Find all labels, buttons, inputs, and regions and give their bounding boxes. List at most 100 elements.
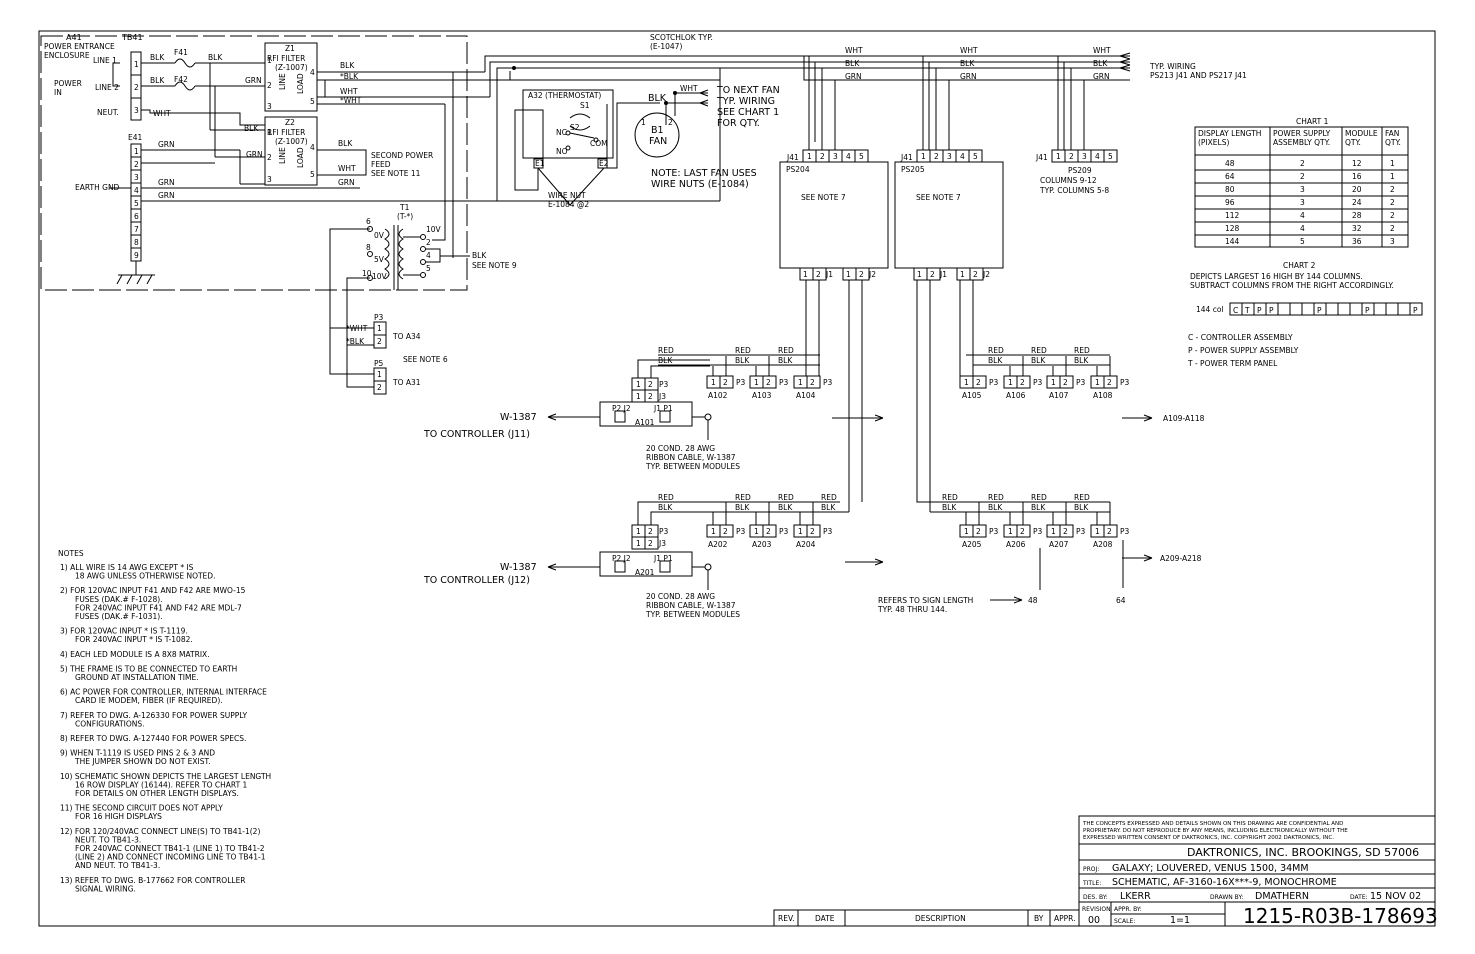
- a101-p3-label: P3: [659, 380, 669, 389]
- svg-text:1: 1: [917, 270, 922, 279]
- svg-text:1: 1: [1051, 527, 1056, 536]
- s2-label: S2: [570, 123, 580, 132]
- svg-text:RED: RED: [1074, 493, 1090, 502]
- wire-red-label: RED: [658, 346, 674, 355]
- fuse-f42: [174, 81, 196, 91]
- tap-5v: 5V: [374, 255, 385, 264]
- thermostat-a32: A32 (THERMOSTAT) S1 S2 NC NO COM E1 E2 W…: [514, 84, 780, 209]
- note-line: 2) FOR 120VAC INPUT F41 AND F42 ARE MWO-…: [60, 586, 246, 595]
- fan-blk-label: BLK: [648, 93, 667, 104]
- svg-text:2: 2: [1063, 378, 1068, 387]
- wire-blk-label: BLK: [735, 356, 750, 365]
- note-line: 9) WHEN T-1119 IS USED PINS 2 & 3 AND: [60, 749, 215, 758]
- bus-blk-label: BLK: [1093, 59, 1108, 68]
- des-field-label: DES. BY:: [1083, 894, 1108, 901]
- svg-text:2: 2: [648, 539, 653, 548]
- svg-text:BLK: BLK: [658, 503, 673, 512]
- wire-blk-label: BLK: [778, 356, 793, 365]
- chart-1-header-module: MODULE: [1345, 129, 1378, 138]
- chart-1-cell: 24: [1352, 198, 1362, 207]
- svg-text:QTY.: QTY.: [1385, 138, 1401, 147]
- svg-text:1: 1: [803, 270, 808, 279]
- note-line: FUSES (DAK.# F-1028).: [75, 595, 163, 604]
- earth-gnd-label: EARTH GND: [75, 183, 120, 192]
- svg-text:2: 2: [134, 160, 139, 169]
- a206-label: A206: [1006, 540, 1026, 549]
- revision-number: 00: [1088, 915, 1100, 926]
- ps205-j2-label: J2: [982, 270, 990, 279]
- chart-1-title: CHART 1: [1296, 117, 1329, 126]
- svg-text:1: 1: [964, 378, 969, 387]
- a103-label: A103: [752, 391, 772, 400]
- confidential-line-3: EXPRESSED WRITTEN CONSENT OF DAKTRONICS,…: [1083, 835, 1334, 841]
- wire-label-star-wht: *WHT: [340, 96, 362, 105]
- chart-1-cell: 2: [1390, 224, 1395, 233]
- revision-block: REV. DATE DESCRIPTION BY APPR.: [773, 909, 1080, 927]
- chart-2-cell: [1349, 302, 1363, 316]
- drawing-title: SCHEMATIC, AF-3160-16X***-9, MONOCHROME: [1112, 877, 1337, 888]
- svg-text:BLK: BLK: [778, 503, 793, 512]
- tb41-label: TB41: [121, 33, 143, 42]
- svg-text:1: 1: [134, 147, 139, 156]
- a104-label: A104: [796, 391, 816, 400]
- title-block: THE CONCEPTS EXPRESSED AND DETAILS SHOWN…: [1078, 815, 1438, 928]
- last-fan-note-1: NOTE: LAST FAN USES: [651, 168, 757, 179]
- company-label: DAKTRONICS, INC. BROOKINGS, SD 57006: [1187, 846, 1419, 859]
- note-line: 6) AC POWER FOR CONTROLLER, INTERNAL INT…: [60, 688, 267, 697]
- drawn-by-name: DMATHERN: [1255, 891, 1309, 902]
- svg-text:P3: P3: [1120, 527, 1130, 536]
- note-line: 16 ROW DISPLAY (16144). REFER TO CHART 1: [75, 780, 248, 789]
- chart-1-cell: 20: [1352, 185, 1362, 194]
- svg-text:1: 1: [921, 152, 926, 161]
- chart-1-cell: 128: [1225, 224, 1240, 233]
- wire-label-wht: WHT: [338, 164, 356, 173]
- see-note-9-label: SEE NOTE 9: [472, 261, 517, 270]
- chart-1-cell: 80: [1225, 185, 1235, 194]
- chart-2-cell: [1373, 302, 1387, 316]
- a109-a118-label: A109-A118: [1163, 414, 1205, 423]
- chart-2-cell: [1277, 302, 1291, 316]
- svg-text:P3: P3: [1120, 378, 1130, 387]
- svg-text:2: 2: [267, 153, 272, 162]
- svg-text:2: 2: [766, 378, 771, 387]
- svg-text:QTY.: QTY.: [1345, 138, 1361, 147]
- svg-text:1: 1: [1008, 527, 1013, 536]
- svg-text:2: 2: [648, 392, 653, 401]
- a209-a218-label: A209-A218: [1160, 554, 1202, 563]
- fan-label: FAN: [649, 136, 667, 147]
- tap-6: 6: [366, 217, 371, 226]
- svg-text:P3: P3: [989, 527, 999, 536]
- typ-wiring-label-1: TYP. WIRING: [1149, 62, 1196, 71]
- ps205-box: [894, 161, 1004, 269]
- svg-text:RED: RED: [1031, 493, 1047, 502]
- fuse-f41-label: F41: [174, 48, 188, 57]
- svg-text:BLK: BLK: [1031, 503, 1046, 512]
- w1387-label: W-1387: [500, 412, 537, 423]
- fan-b1: [634, 112, 680, 158]
- wire-label-grn: GRN: [245, 76, 262, 85]
- wire-label-grn: GRN: [246, 150, 263, 159]
- note-line: FOR 240VAC CONNECT TB41-1 (LINE 1) TO TB…: [75, 844, 265, 853]
- svg-text:4: 4: [134, 186, 139, 195]
- a204-label: A204: [796, 540, 816, 549]
- note-line: CONFIGURATIONS.: [75, 719, 145, 728]
- date-header: DATE: [815, 914, 835, 923]
- notes-section: NOTES 1) ALL WIRE IS 14 AWG EXCEPT * IS1…: [58, 549, 271, 893]
- last-fan-note-2: WIRE NUTS (E-1084): [651, 179, 749, 190]
- svg-text:1: 1: [636, 539, 641, 548]
- ps204-j1-label: J1: [825, 270, 833, 279]
- svg-text:2: 2: [723, 527, 728, 536]
- svg-text:3: 3: [267, 175, 272, 184]
- bus-blk-label: BLK: [960, 59, 975, 68]
- a101-label: A101: [635, 418, 655, 427]
- legend-power-term: T - POWER TERM PANEL: [1187, 359, 1278, 368]
- enclosure-label-1: POWER ENTRANCE: [44, 42, 115, 51]
- out-pin-2: 2: [426, 238, 431, 247]
- chart-1-header-length: DISPLAY LENGTH: [1198, 129, 1261, 138]
- tb41-pin-1: 1: [134, 60, 139, 69]
- svg-text:J3: J3: [658, 539, 666, 548]
- p5-label: P5: [374, 359, 384, 368]
- a32-label: A32 (THERMOSTAT): [528, 91, 601, 100]
- svg-text:RED: RED: [942, 493, 958, 502]
